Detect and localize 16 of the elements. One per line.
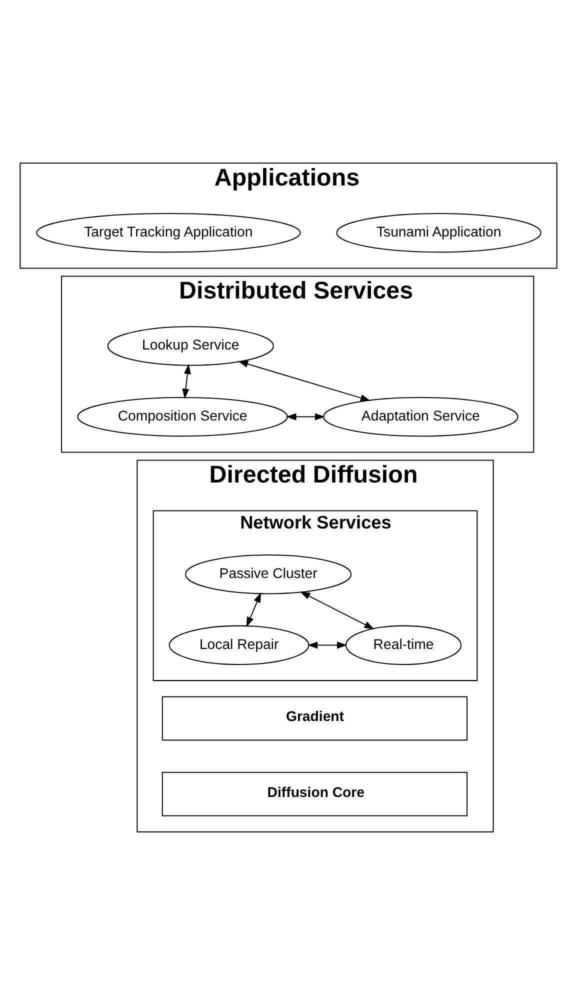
node-ellipse: Composition Service (77, 396, 288, 437)
arrow (182, 364, 191, 399)
node-ellipse: Local Repair (168, 625, 310, 666)
node-ellipse: Target Tracking Application (36, 212, 301, 253)
arrow (246, 592, 262, 628)
node-ellipse: Passive Cluster (185, 554, 352, 594)
arrow (308, 642, 348, 649)
arrow (286, 413, 326, 420)
arrow (238, 360, 371, 402)
node-box: Diffusion Core (162, 772, 468, 816)
arrow (300, 592, 374, 630)
node-ellipse: Real-time (345, 625, 462, 666)
node-ellipse: Lookup Service (107, 326, 274, 366)
node-box: Gradient (162, 696, 468, 741)
node-ellipse: Tsunami Application (336, 212, 542, 253)
node-ellipse: Adaptation Service (322, 396, 518, 437)
